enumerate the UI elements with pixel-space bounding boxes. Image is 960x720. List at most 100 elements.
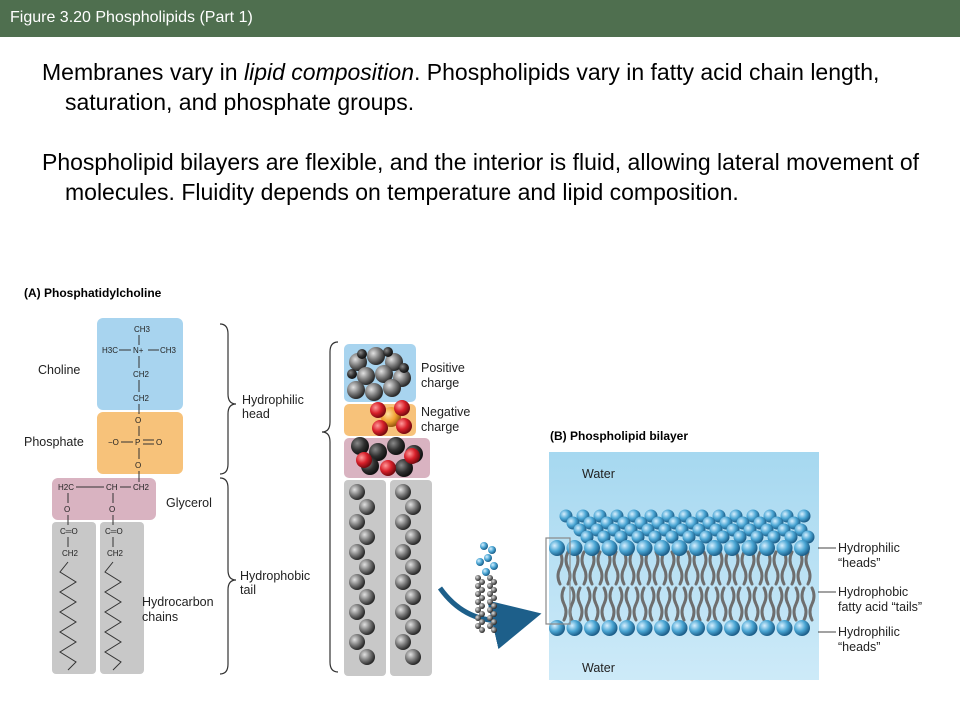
lipid-tail-upper [660, 550, 668, 586]
p1-text-c: . Phospholipids vary in fatty acid chain… [65, 59, 880, 115]
atom-tail-left [349, 574, 365, 590]
head-bead-bottom [724, 620, 740, 636]
mini-tail-atom [491, 587, 497, 593]
lipid-tail-lower [592, 586, 600, 622]
lipid-tail-lower [720, 586, 728, 622]
mini-tail-atom [479, 627, 485, 633]
head-bead-top [619, 540, 635, 556]
mini-tail-atom [491, 611, 497, 617]
mini-tail-atom [487, 607, 493, 613]
label-tails-2: fatty acid “tails” [838, 600, 922, 614]
lipid-tail-upper [556, 550, 564, 586]
head-bead-bottom [549, 620, 565, 636]
lipid-tail-upper [604, 550, 612, 586]
chain-box-left [52, 522, 96, 674]
lipid-tail-lower [600, 586, 608, 622]
lipid-tail-lower [640, 586, 648, 622]
mini-tail-atom [491, 627, 497, 633]
atom-tail-left [349, 544, 365, 560]
atom-ester-oxygen [380, 460, 396, 476]
mini-tail-atom [479, 611, 485, 617]
mini-tail-atom [475, 607, 481, 613]
zigzag-chain-left [59, 561, 77, 671]
lipid-tail-lower [784, 586, 792, 622]
lipid-tail-upper [788, 550, 796, 586]
paragraph-fluidity: Phospholipid bilayers are flexible, and … [42, 149, 920, 205]
lipid-tail-lower [776, 586, 784, 622]
brace-hydrophobic-tail [219, 477, 237, 675]
head-bead-bottom [601, 620, 618, 636]
atom-oxygen [396, 418, 412, 434]
mini-tail-atom [487, 575, 493, 581]
atom-tail-left [359, 589, 375, 605]
atom-tail-right [405, 529, 421, 545]
lipid-tail-upper [684, 550, 692, 586]
lipid-tail-upper [740, 550, 748, 586]
head-bead-top [636, 540, 653, 556]
chem-o-d: O [109, 505, 115, 514]
choline-box [97, 318, 183, 410]
single-lipid-highlight [545, 537, 571, 625]
mini-head-atom [490, 562, 498, 570]
head-bead-back [699, 530, 713, 544]
lipid-tail-upper [596, 550, 604, 586]
head-bead-top [549, 540, 565, 556]
phosphate-box [97, 412, 183, 474]
head-bead-bottom [776, 620, 793, 636]
label-tails: Hydrophobic [838, 585, 908, 599]
atom-choline [365, 383, 383, 401]
atom-tail-left [359, 649, 375, 665]
label-hydrocarbon: Hydrocarbon [142, 595, 214, 609]
mini-tail-atom [487, 623, 493, 629]
glycerol-box [52, 478, 156, 520]
head-bead-top [689, 540, 705, 556]
atom-hydrogen [347, 369, 357, 379]
water-region [549, 452, 819, 680]
p1-italic-term: lipid composition [243, 59, 414, 85]
chem-ch2-a: CH2 [133, 370, 150, 379]
label-heads-bottom: Hydrophilic [838, 625, 900, 639]
lipid-tail-lower [664, 586, 672, 622]
label-negative-charge: charge [421, 420, 459, 434]
mini-head-atom [484, 554, 492, 562]
lipid-tail-lower [768, 586, 776, 622]
atom-ester-oxygen [356, 452, 372, 468]
lipid-tail-lower [624, 586, 632, 622]
bilayer-model [549, 509, 816, 636]
atom-tail-right [395, 604, 411, 620]
atom-tail-left [349, 634, 365, 650]
atom-tail-right [395, 544, 411, 560]
title-bar: Figure 3.20 Phospholipids (Part 1) [0, 0, 960, 37]
chem-o-c: O [64, 505, 70, 514]
figure-title: Figure 3.20 Phospholipids (Part 1) [10, 9, 253, 26]
lipid-tail-lower [608, 586, 616, 622]
head-bead-back [750, 530, 764, 544]
head-bead-bottom [794, 620, 810, 636]
lipid-tail-lower [672, 586, 680, 622]
chem-c-eq-o-2: C═O [105, 527, 123, 536]
lipid-tail-upper [732, 550, 740, 586]
lipid-tail-lower [792, 586, 800, 622]
lipid-tail-upper [692, 550, 700, 586]
chem-ch2-d: CH2 [62, 549, 79, 558]
head-bead-back [665, 530, 679, 544]
head-bead-back [716, 530, 730, 544]
mini-tail-atom [475, 623, 481, 629]
mini-head-atom [482, 568, 490, 576]
atom-tail-left [349, 484, 365, 500]
water-top-label: Water [582, 467, 615, 481]
lipid-tail-upper [644, 550, 652, 586]
atom-choline [347, 381, 365, 399]
brace-space-filling [321, 341, 339, 673]
lipid-tail-upper [612, 550, 620, 586]
atom-tail-right [395, 484, 411, 500]
lipid-tail-lower [688, 586, 696, 622]
atom-hydrogen [357, 349, 367, 359]
label-positive-charge: charge [421, 376, 459, 390]
lipid-tail-upper [628, 550, 636, 586]
label-head: head [242, 407, 270, 421]
head-bead-top [566, 540, 583, 556]
head-bead-bottom [741, 620, 758, 636]
lipid-tail-upper [764, 550, 772, 586]
atom-tail-left [349, 604, 365, 620]
